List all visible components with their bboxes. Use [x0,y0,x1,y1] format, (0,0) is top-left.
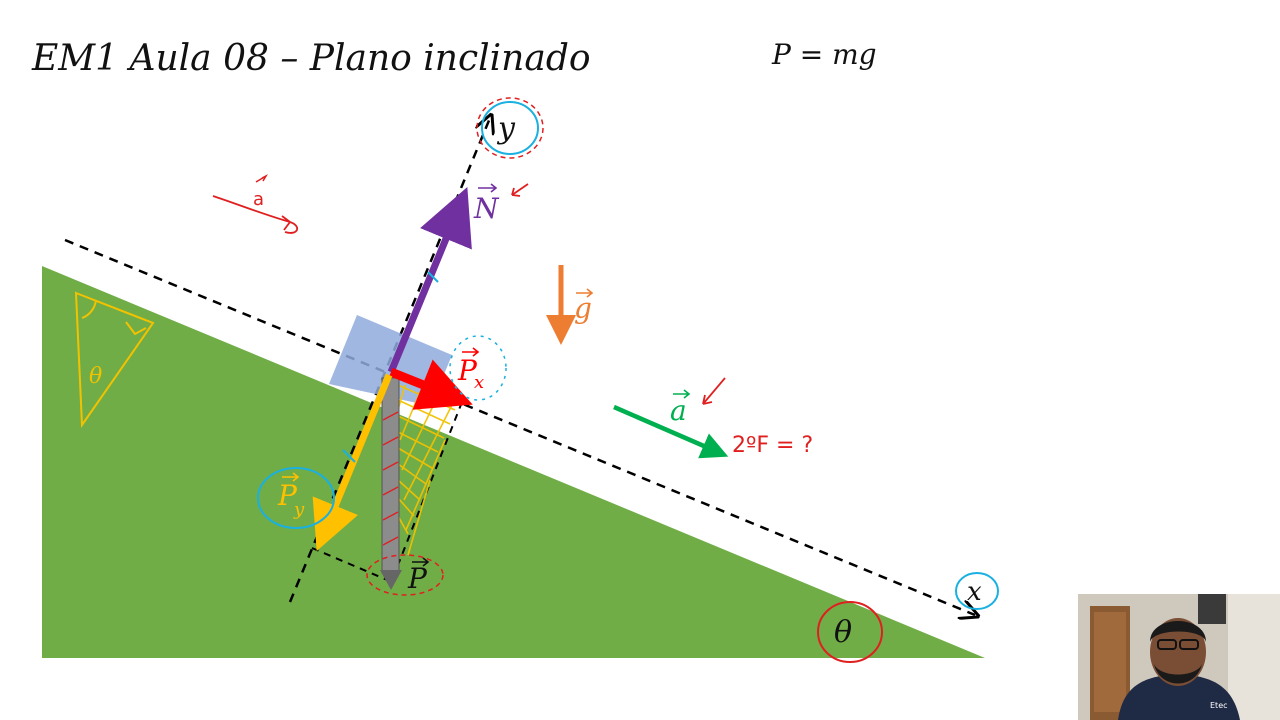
weight-hatch [382,411,399,546]
weight-label: P [407,562,428,595]
weight-y-tick [342,449,356,463]
hatched-region [397,384,456,556]
weight-y-subscript: y [293,499,305,520]
weight-x-vector [389,359,473,410]
normal-tick [427,271,439,283]
py-label-circle [257,467,335,529]
weight-label-arrow [412,557,430,567]
gravity-label: g [574,292,592,325]
projection-line-py [311,547,393,583]
angle-triangle-sketch [74,291,155,428]
weight-formula: P = mg [772,38,877,71]
normal-label-arrow [478,183,498,193]
accel-hint-label: a [253,189,264,210]
angle-circle [817,601,883,663]
weight-label-circle [366,554,444,596]
triangle-angle-label: θ [89,364,102,389]
projection-line-px [395,401,463,571]
y-axis-label: y [496,111,516,146]
normal-label: N [473,192,500,225]
webcam-overlay: Etec [1078,594,1280,720]
accel-hint-vector-mark [255,174,268,183]
webcam-shirt-badge: Etec [1210,701,1228,710]
x-axis-label: x [967,577,982,607]
x-axis-line [64,238,975,615]
angle-label: θ [834,615,852,650]
acceleration-label-arrow [673,389,691,399]
slide-title: EM1 Aula 08 – Plano inclinado [32,38,591,79]
normal-check-mark [511,183,529,197]
normal-vector [387,187,472,374]
weight-x-label-arrow [462,347,480,357]
weight-y-label: P [277,479,298,512]
weight-vector-head [380,570,402,590]
y-label-circle-red [476,97,544,159]
gravity-label-arrow [576,288,594,298]
accel-hint-arrow [212,195,299,234]
px-label-circle [449,335,507,401]
weight-y-vector [312,373,393,551]
acceleration-label: a [670,394,687,427]
accel-check-mark [702,377,726,405]
acceleration-vector [613,404,729,459]
weight-x-label: P [457,354,478,387]
weight-x-subscript: x [474,372,484,393]
x-label-circle [955,572,999,610]
force-question-note: 2ºF = ? [732,433,813,458]
ramp [42,266,985,658]
weight-y-label-arrow [282,472,300,482]
y-label-circle-cyan [481,101,539,155]
